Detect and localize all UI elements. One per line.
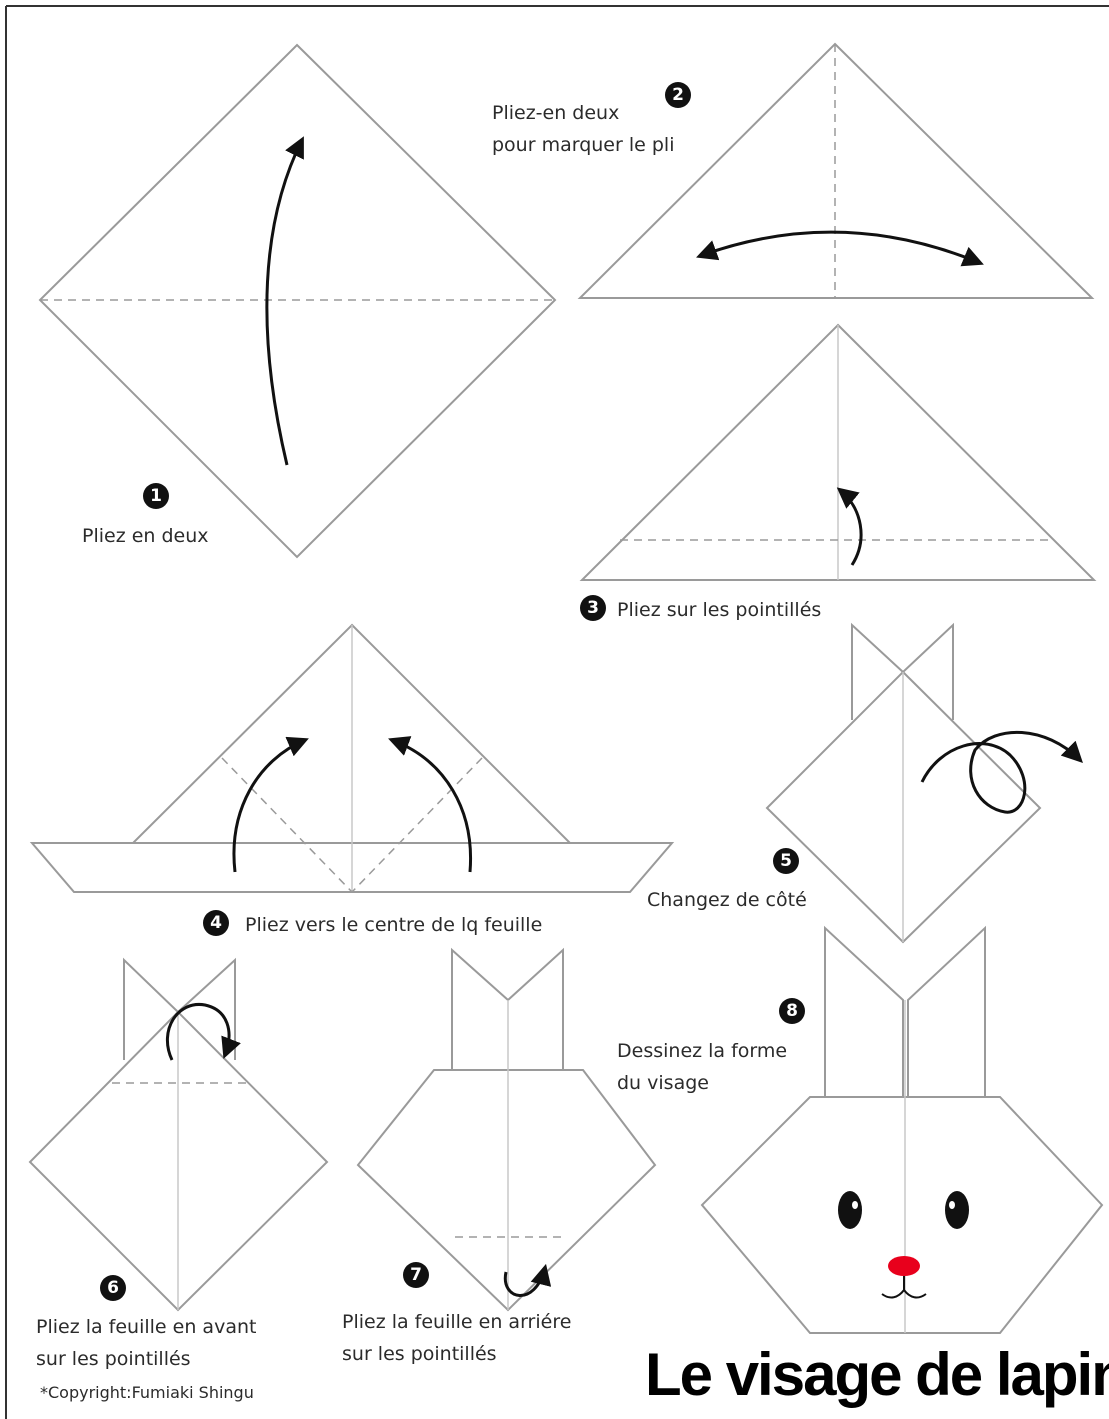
- step-7-number: 7: [403, 1262, 429, 1288]
- rabbit-nose: [888, 1256, 920, 1276]
- step-7-line-2: sur les pointillés: [342, 1338, 571, 1370]
- step-3-number: 3: [580, 595, 606, 621]
- step-6-number: 6: [100, 1275, 126, 1301]
- step-2-label: Pliez-en deux pour marquer le pli: [492, 97, 674, 161]
- step-4-diagram: [32, 625, 672, 892]
- step-5-number: 5: [773, 848, 799, 874]
- step-4-number: 4: [203, 910, 229, 936]
- step-1-diagram: [40, 45, 555, 557]
- step-5-line-1: Changez de côté: [647, 889, 807, 911]
- rabbit-left-eye: [838, 1191, 862, 1229]
- step-3-label: Pliez sur les pointillés: [617, 594, 821, 626]
- step-3-line-1: Pliez sur les pointillés: [617, 599, 821, 621]
- step-4-line-1: Pliez vers le centre de lq feuille: [245, 914, 542, 936]
- step-3-diagram: [582, 325, 1094, 580]
- rabbit-right-eye: [945, 1191, 969, 1229]
- step-7-label: Pliez la feuille en arriére sur les poin…: [342, 1306, 571, 1370]
- page-title: Le visage de lapin: [645, 1340, 1109, 1410]
- step-4-label: Pliez vers le centre de lq feuille: [245, 909, 542, 941]
- step-2-line-1: Pliez-en deux: [492, 97, 674, 129]
- step-6-line-2: sur les pointillés: [36, 1343, 256, 1375]
- step-1-line-1: Pliez en deux: [82, 525, 209, 547]
- step-6-line-1: Pliez la feuille en avant: [36, 1311, 256, 1343]
- step-8-number: 8: [779, 998, 805, 1024]
- step-5-diagram: [767, 625, 1080, 942]
- step-7-line-1: Pliez la feuille en arriére: [342, 1306, 571, 1338]
- step-8-label: Dessinez la forme du visage: [617, 1035, 787, 1099]
- step-5-label: Changez de côté: [647, 884, 807, 916]
- copyright-notice: *Copyright:Fumiaki Shingu: [40, 1383, 254, 1402]
- step-6-label: Pliez la feuille en avant sur les pointi…: [36, 1311, 256, 1375]
- step-8-rabbit-face: [702, 928, 1102, 1333]
- step-7-diagram: [358, 950, 655, 1310]
- step-1-number: 1: [143, 483, 169, 509]
- step-2-diagram: [580, 44, 1092, 298]
- step-1-label: Pliez en deux: [82, 520, 209, 552]
- step-2-line-2: pour marquer le pli: [492, 129, 674, 161]
- step-8-line-1: Dessinez la forme: [617, 1035, 787, 1067]
- step-6-diagram: [30, 960, 327, 1310]
- step-8-line-2: du visage: [617, 1067, 787, 1099]
